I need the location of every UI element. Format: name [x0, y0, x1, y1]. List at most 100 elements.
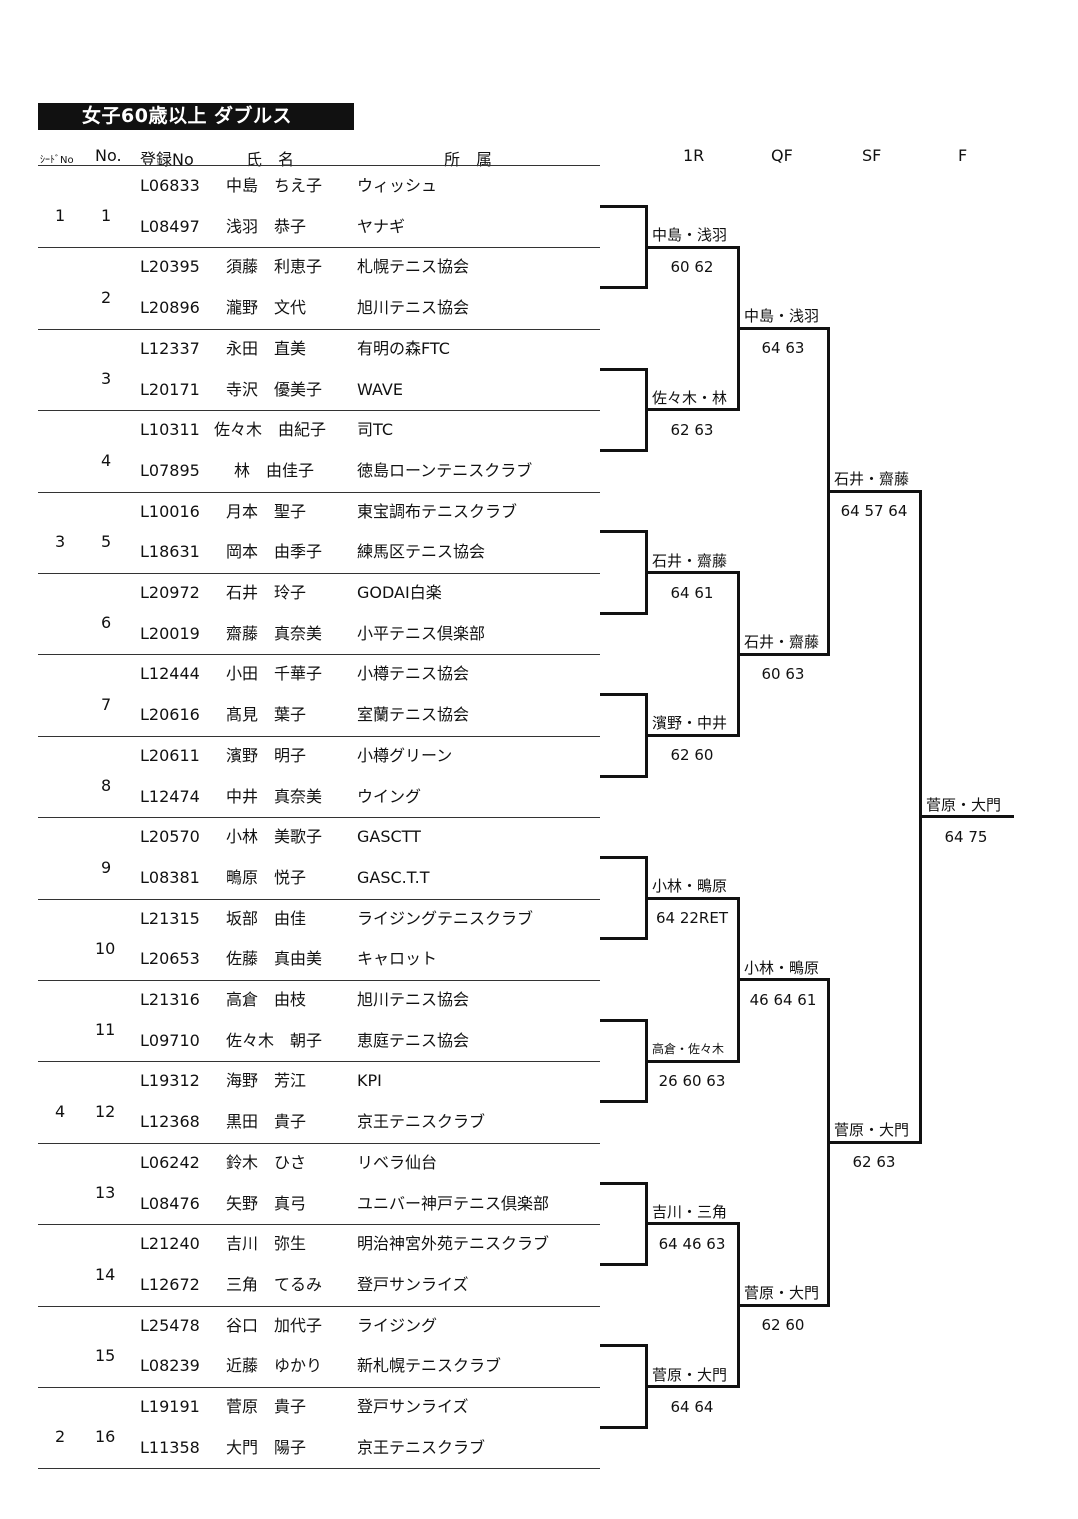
- player-name: 大門 陽子: [226, 1437, 307, 1457]
- match-winner: 小林・鴫原: [744, 958, 820, 977]
- entry-separator: [38, 1061, 600, 1063]
- match-score: 64 46 63: [658, 1234, 726, 1253]
- bracket-line: [600, 937, 648, 941]
- registration-number: L11358: [140, 1437, 200, 1457]
- player-club: 小樽テニス協会: [357, 664, 470, 684]
- bracket-line: [600, 1100, 648, 1104]
- header-seed: ｼｰﾄﾞNo: [40, 155, 74, 166]
- player-club: 練馬区テニス協会: [357, 542, 486, 562]
- entry-separator: [38, 1142, 600, 1144]
- bracket-line: [738, 326, 830, 330]
- match-winner: 石井・齋藤: [834, 470, 910, 489]
- header-club: 所 属: [444, 150, 493, 169]
- bracket-line: [600, 286, 648, 290]
- player-name: 瀧野 文代: [226, 298, 307, 318]
- match-winner: 菅原・大門: [834, 1121, 910, 1140]
- player-club: 東宝調布テニスクラブ: [357, 501, 518, 521]
- player-name: 坂部 由佳: [226, 908, 307, 928]
- match-score: 64 57 64: [840, 502, 908, 521]
- player-name: 濱野 明子: [226, 745, 307, 765]
- match-winner: 高倉・佐々木: [652, 1042, 725, 1057]
- entry-separator: [38, 410, 600, 412]
- bracket-line: [646, 1385, 740, 1389]
- bracket-line: [600, 611, 648, 615]
- match-winner: 菅原・大門: [652, 1365, 728, 1384]
- player-club: 新札幌テニスクラブ: [357, 1356, 502, 1376]
- bracket-line: [600, 449, 648, 453]
- match-winner: 濱野・中井: [652, 714, 728, 733]
- draw-number: 5: [101, 531, 112, 551]
- player-name: 永田 直美: [226, 338, 307, 358]
- player-name: 佐々木 由紀子: [214, 420, 327, 440]
- player-club: ヤナギ: [357, 216, 406, 236]
- bracket-line: [600, 1181, 648, 1185]
- player-club: ウイング: [357, 786, 422, 806]
- match-winner: 吉川・三角: [652, 1202, 728, 1221]
- draw-number: 7: [101, 694, 112, 714]
- bracket-line: [600, 774, 648, 778]
- player-name: 中島 ちえ子: [226, 176, 323, 195]
- player-club: 明治神宮外苑テニスクラブ: [357, 1234, 550, 1254]
- bracket-line: [600, 856, 648, 860]
- player-name: 齋藤 真奈美: [226, 623, 323, 643]
- player-club: 司TC: [357, 420, 394, 440]
- draw-number: 15: [95, 1345, 116, 1365]
- draw-number: 1: [101, 206, 112, 226]
- bracket-line: [646, 1222, 740, 1226]
- draw-number: 14: [95, 1264, 116, 1284]
- player-name: 石井 玲子: [226, 583, 307, 602]
- registration-number: L20896: [140, 298, 200, 318]
- registration-number: L10016: [140, 501, 200, 521]
- bracket-line: [600, 1344, 648, 1348]
- registration-number: L09710: [140, 1030, 200, 1050]
- match-score: 64 64: [670, 1397, 714, 1416]
- bracket-line: [738, 652, 830, 656]
- player-name: 岡本 由季子: [226, 542, 323, 562]
- registration-number: L06833: [140, 176, 200, 195]
- registration-number: L20171: [140, 379, 200, 399]
- draw-number: 9: [101, 857, 112, 877]
- seed-number: 1: [55, 206, 66, 226]
- bracket-line: [600, 204, 648, 208]
- seed-number: 3: [55, 531, 66, 551]
- entry-separator: [38, 1387, 600, 1388]
- registration-number: L19312: [140, 1071, 200, 1091]
- entry-separator: [38, 980, 600, 981]
- bracket-line: [600, 1263, 648, 1267]
- entry-separator: [38, 1224, 600, 1226]
- player-club: KPI: [357, 1071, 382, 1091]
- draw-number: 11: [95, 1020, 116, 1040]
- entry-separator: [38, 817, 600, 819]
- match-score: 64 22RET: [655, 909, 728, 928]
- entry-separator: [38, 247, 600, 249]
- registration-number: L20611: [140, 745, 200, 765]
- seed-number: 4: [55, 1101, 66, 1121]
- player-name: 矢野 真弓: [226, 1193, 307, 1213]
- header-no: No.: [95, 146, 122, 165]
- bracket-line: [646, 571, 740, 575]
- bracket-line: [600, 530, 648, 534]
- registration-number: L12337: [140, 338, 200, 358]
- match-score: 62 60: [761, 1316, 805, 1335]
- draw-number: 8: [101, 776, 112, 796]
- player-club: 恵庭テニス協会: [357, 1030, 470, 1050]
- bracket-line: [646, 896, 740, 900]
- bracket-line: [828, 489, 922, 493]
- player-club: 旭川テニス協会: [357, 298, 470, 318]
- final-score: 64 75: [944, 827, 988, 846]
- registration-number: L12368: [140, 1112, 200, 1132]
- bracket-line: [920, 815, 1014, 819]
- match-winner: 石井・齋藤: [652, 551, 728, 570]
- match-score: 46 64 61: [749, 990, 817, 1009]
- registration-number: L19191: [140, 1397, 200, 1416]
- player-club: GODAI白楽: [357, 583, 442, 602]
- player-name: 三角 てるみ: [226, 1274, 323, 1294]
- player-club: リベラ仙台: [357, 1152, 438, 1172]
- entry-separator: [38, 654, 600, 656]
- player-name: 小林 美歌子: [226, 827, 323, 847]
- bracket-line: [828, 1140, 922, 1144]
- match-score: 62 63: [852, 1153, 896, 1172]
- registration-number: L12444: [140, 664, 200, 684]
- bracket-line: [646, 408, 740, 412]
